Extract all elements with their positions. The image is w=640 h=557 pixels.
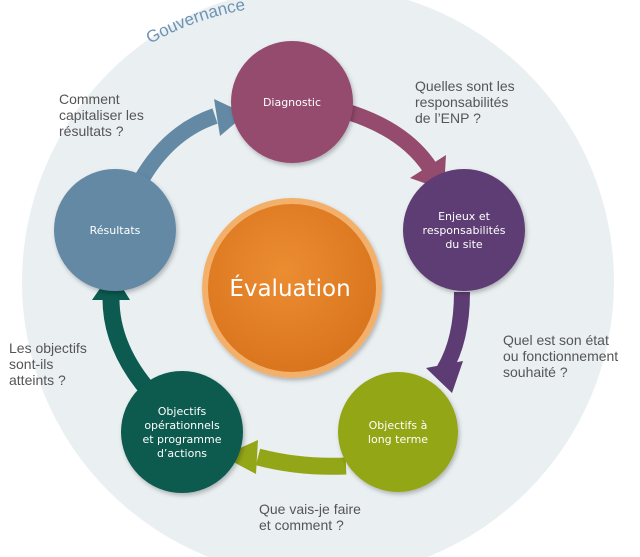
arrow-enjeux-to-long-terme [437, 291, 470, 375]
node-resultats-label: Résultats [90, 224, 141, 237]
node-label-line: du site [445, 238, 483, 251]
question-etat-souhaite: Quel est son état ou fonctionnement souh… [503, 332, 619, 380]
arrow-long-terme-to-operationnels [255, 448, 347, 475]
arrowhead-enjeux-to-long-terme [426, 361, 463, 393]
node-label-line: Objectifs [158, 405, 207, 418]
center-evaluation: Évaluation [202, 198, 382, 378]
arrowhead-long-terme-to-operationnels [222, 440, 258, 474]
node-label-line: Objectifs à [369, 419, 428, 432]
question-objectifs-atteints: Les objectifs sont-ils atteints ? [9, 340, 87, 388]
node-resultats: Résultats [54, 169, 176, 291]
node-diagnostic-circle [231, 41, 353, 163]
center-circle-inner [208, 204, 376, 372]
arrow-diagnostic-to-enjeux [345, 104, 437, 173]
node-label-line: et programme [142, 433, 221, 446]
node-enjeux-circle [403, 169, 525, 291]
node-label-line: d’actions [157, 447, 207, 460]
node-label-line: Enjeux et [438, 210, 490, 223]
node-label-line: responsabilités [423, 224, 506, 237]
node-diagnostic: Diagnostic [231, 41, 353, 163]
node-resultats-circle [54, 169, 176, 291]
node-objectifs-long-terme-circle [338, 372, 458, 492]
arrow-operationnels-to-resultats [102, 295, 155, 396]
node-diagnostic-label: Diagnostic [263, 96, 321, 109]
question-capitaliser: Comment capitaliser les résultats ? [59, 91, 144, 139]
cycle-arrows [92, 99, 470, 475]
node-label-line: opérationnels [144, 419, 220, 432]
node-label-line: long terme [368, 433, 428, 446]
node-objectifs-operationnels-circle [121, 371, 243, 493]
node-label-line: Résultats [90, 224, 141, 237]
arrowhead-resultats-to-diagnostic [214, 99, 246, 136]
arrow-resultats-to-diagnostic [133, 108, 218, 186]
center-label: Évaluation [229, 274, 350, 302]
node-label-line: Diagnostic [263, 96, 321, 109]
question-responsabilites: Quelles sont les responsabilités de l’EN… [415, 78, 515, 126]
question-comment-faire: Que vais-je faire et comment ? [259, 501, 361, 533]
